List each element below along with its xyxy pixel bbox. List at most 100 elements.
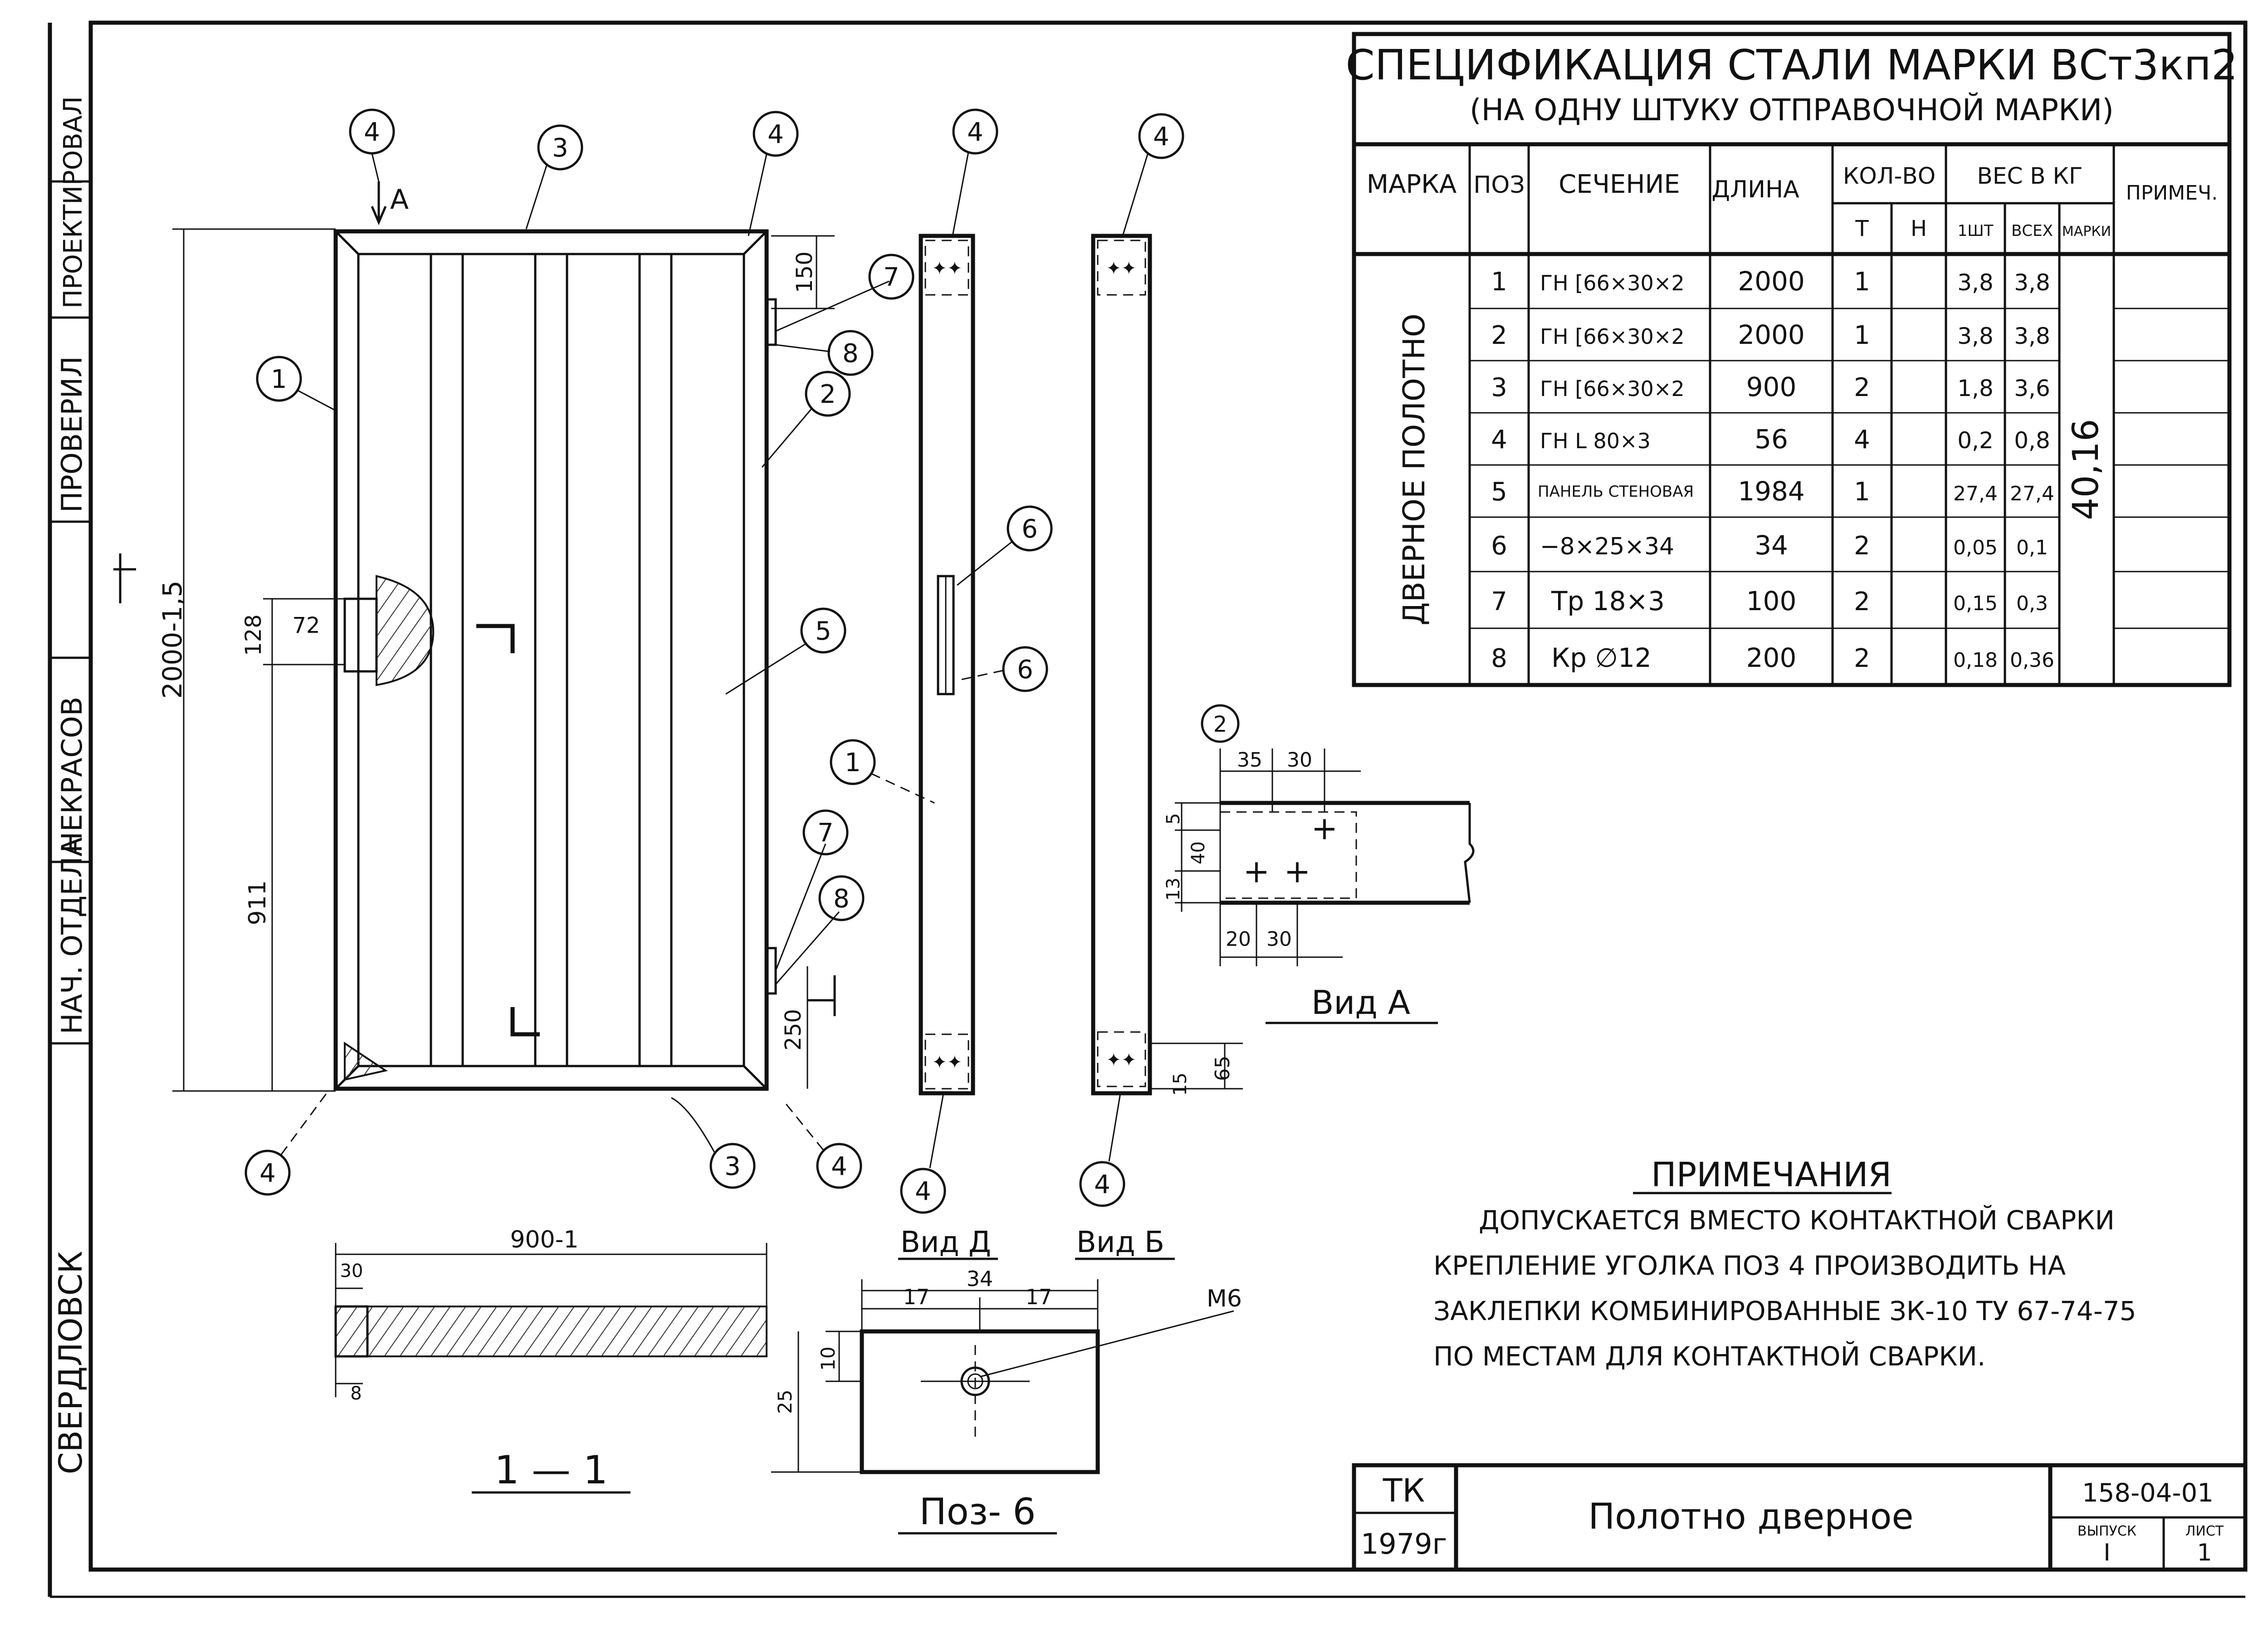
svg-text:34: 34 [1755,530,1788,561]
svg-text:2: 2 [1854,644,1870,673]
svg-text:6: 6 [1022,514,1038,544]
sidebar-label-nekrasov: НЕКРАСОВ [55,697,88,853]
svg-text:✦✦: ✦✦ [1106,1050,1136,1071]
svg-text:3,6: 3,6 [2014,375,2050,401]
section-title: 1 — 1 [494,1448,608,1493]
table-row: 1 ГН [66×30×2 2000 1 3,8 3,8 [1491,266,2050,297]
hdr-weight: ВЕС В КГ [1977,163,2083,189]
svg-text:8: 8 [1491,644,1507,673]
svg-text:8: 8 [842,339,859,368]
callout-bubbles: 4 3 4 7 8 2 1 5 7 8 4 3 4 4 4 6 6 1 2 4 … [244,108,1240,1214]
svg-text:+: + [1284,853,1311,890]
svg-text:1: 1 [845,748,861,778]
dim-p6-10: 10 [817,1346,839,1370]
spec-title: СПЕЦИФИКАЦИЯ СТАЛИ МАРКИ ВСт3кп2 [1346,41,2238,89]
notes-line-4: ПО МЕСТАМ ДЛЯ КОНТАКТНОЙ СВАРКИ. [1433,1340,1985,1372]
dim-height: 2000-1,5 [157,581,188,699]
dim-handle-h: 128 [241,614,266,656]
svg-text:2: 2 [1854,373,1870,402]
pos6-detail: 34 17 17 М6 10 25 Поз- 6 [771,1267,1242,1535]
svg-text:1: 1 [1854,477,1870,507]
tb-sheet-label: ЛИСТ [2185,1523,2224,1539]
svg-text:3: 3 [1491,373,1507,402]
svg-text:56: 56 [1755,424,1788,455]
svg-text:7: 7 [1491,587,1507,616]
spec-subtitle: (НА ОДНУ ШТУКУ ОТПРАВОЧНОЙ МАРКИ) [1470,92,2114,127]
sidebar-label-designed: ПРОЕКТИРОВАЛ [59,96,88,308]
svg-text:7: 7 [883,263,899,292]
arrow-a-label: А [390,184,409,215]
dim-sec-8: 8 [350,1383,362,1404]
svg-text:0,1: 0,1 [2016,536,2048,559]
svg-text:1: 1 [1491,267,1507,297]
svg-text:0,8: 0,8 [2014,427,2050,454]
dim-sec-30: 30 [340,1261,363,1282]
side-view-left: ✦✦ ✦✦ [919,234,975,1096]
svg-text:0,18: 0,18 [1953,649,1998,672]
svg-text:4: 4 [1094,1170,1110,1199]
dim-p6-25: 25 [774,1389,796,1414]
hdr-section: СЕЧЕНИЕ [1559,170,1680,199]
mark-name: ДВЕРНОЕ ПОЛОТНО [1397,313,1432,626]
bolt-label: М6 [1207,1285,1242,1312]
dim-corner-15: 15 [1170,1073,1191,1096]
hdr-qty-t: Т [1855,216,1869,241]
svg-text:2000: 2000 [1738,266,1805,297]
svg-text:0,05: 0,05 [1953,536,1998,559]
svg-text:27,4: 27,4 [1953,482,1998,505]
dim-handle-w: 72 [292,613,320,638]
svg-text:0,3: 0,3 [2016,592,2048,615]
tb-name: Полотно дверное [1588,1497,1913,1537]
svg-text:2: 2 [1854,587,1870,616]
side-view-right: ✦✦ ✦✦ 65 15 [1091,234,1243,1096]
view-b-title: Вид Б [1076,1226,1164,1259]
view-a-detail: + + + 35 30 5 40 13 20 30 Вид А [1163,748,1475,1024]
svg-text:Тр 18×3: Тр 18×3 [1551,586,1665,616]
sidebar-label-checked: ПРОВЕРИЛ [55,356,88,513]
table-row: 7 Тр 18×3 100 2 0,15 0,3 [1491,586,2048,616]
svg-text:200: 200 [1746,642,1797,673]
hinge-top [764,298,777,346]
svg-text:2: 2 [1491,321,1507,350]
dim-va-30a: 30 [1287,748,1312,772]
mark-weight: 40,16 [2066,419,2107,520]
svg-text:ГН [66×30×2: ГН [66×30×2 [1540,271,1685,295]
svg-text:900: 900 [1746,372,1797,402]
svg-text:3,8: 3,8 [1957,323,1994,349]
tb-issue: I [2103,1539,2110,1566]
svg-text:1: 1 [1854,321,1870,350]
svg-text:4: 4 [967,117,983,147]
sidebar-stamp: НАЧ. ОТДЕЛА НЕКРАСОВ ПРОВЕРИЛ ПРОЕКТИРОВ… [50,96,91,1474]
door-elevation: А 2000-1,5 911 128 72 150 250 [113,181,890,1092]
dim-p6-17l: 17 [903,1285,930,1309]
svg-text:1,8: 1,8 [1957,375,1994,401]
svg-text:5: 5 [815,616,831,646]
svg-text:✦✦: ✦✦ [932,1052,962,1073]
svg-text:27,4: 27,4 [2010,482,2054,505]
handle-plate [343,597,378,673]
sidebar-label-head: НАЧ. ОТДЕЛА [55,837,88,1034]
tb-issue-label: ВЫПУСК [2077,1523,2136,1539]
svg-text:6: 6 [1491,531,1507,561]
svg-text:6: 6 [1017,655,1033,685]
tb-sheet: 1 [2197,1539,2212,1566]
dim-hinge-top: 150 [792,251,817,293]
hdr-w-one: 1ШТ [1958,222,1994,240]
dim-va-13: 13 [1163,878,1184,901]
svg-text:4: 4 [259,1159,276,1188]
dim-lower: 911 [244,880,271,925]
svg-text:2: 2 [820,380,836,409]
svg-text:✦✦: ✦✦ [932,258,962,279]
svg-text:4: 4 [1491,425,1507,455]
svg-text:0,36: 0,36 [2010,649,2054,672]
svg-text:3: 3 [552,133,568,163]
table-row: 4 ГН L 80×3 56 4 0,2 0,8 [1491,424,2050,455]
svg-text:Кр ∅12: Кр ∅12 [1551,642,1652,673]
section-1-1: 900-1 30 8 1 — 1 [334,1226,767,1494]
sidebar-author: СВЕРДЛОВСК [52,1251,89,1474]
pos6-title: Поз- 6 [919,1491,1036,1533]
table-row: 8 Кр ∅12 200 2 0,18 0,36 [1491,642,2054,673]
hdr-qty-n: Н [1911,216,1927,241]
handle-cutout [376,575,435,686]
